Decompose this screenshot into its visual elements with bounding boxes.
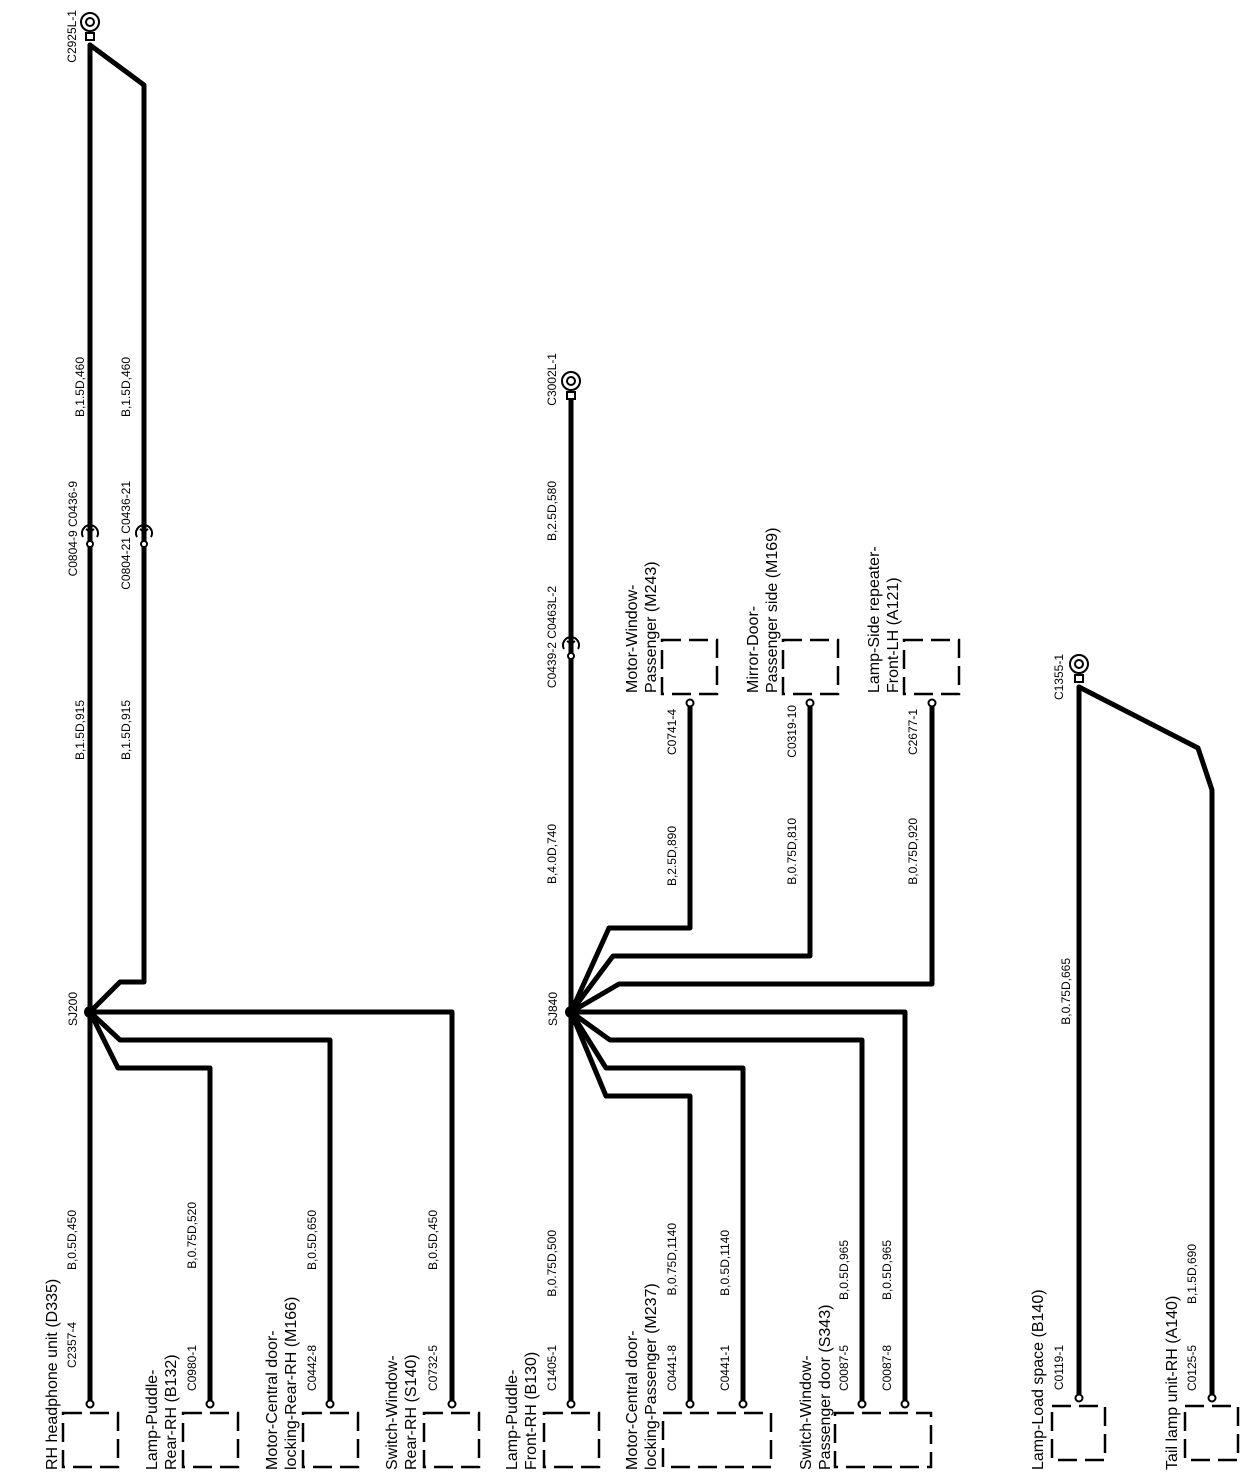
pin-label-b130: C1405-1 <box>545 1345 559 1391</box>
wire-c2925l-loop <box>87 42 147 1015</box>
wire-label-w3-mid: B,4.0D,740 <box>545 824 559 884</box>
pin-label-s343b: C0087-8 <box>880 1345 894 1391</box>
labels-small: C2925L-1 C3002L-1 C1355-1 B,1.5D,460 B,1… <box>65 10 1199 1391</box>
pin-label-m243: C0741-4 <box>665 709 679 755</box>
component-name-m237-line1: Motor-Central door- <box>624 1330 641 1470</box>
pin-label-a140: C0125-5 <box>1185 1345 1199 1391</box>
component-box-s343[interactable] <box>833 1399 933 1469</box>
wire-label-w2-top: B,1.5D,460 <box>119 357 133 417</box>
component-name-s343-line2: Passenger door (S343) <box>817 1305 834 1470</box>
component-name-b140: Lamp-Load space (B140) <box>1030 1289 1047 1470</box>
inline-label-c0804-9: C0804-9 C0436-9 <box>66 481 80 577</box>
component-name-d335: RH headphone unit (D335) <box>44 1279 61 1470</box>
wire-label-w2-mid: B,1.5D,915 <box>119 700 133 760</box>
component-name-b132-line2: Rear-RH (B132) <box>163 1354 180 1470</box>
pin-label-b140: C0119-1 <box>1052 1345 1066 1390</box>
component-name-a121-line1: Lamp-Side repeater- <box>866 546 883 693</box>
component-name-b130-line1: Lamp-Puddle- <box>504 1370 521 1471</box>
component-name-s140-line1: Switch-Window- <box>384 1355 401 1470</box>
component-name-m243-line1: Motor-Window- <box>624 585 641 693</box>
wire-sj840-m237 <box>568 1009 693 1403</box>
wire-sj200-m166 <box>87 1009 333 1403</box>
splice-sj840-dot <box>565 1006 577 1018</box>
wire-label-g3: B,0.75D,665 <box>1059 958 1073 1025</box>
component-box-d335[interactable] <box>61 1399 120 1469</box>
ground-symbol-c3002l <box>561 371 581 400</box>
component-box-b130[interactable] <box>542 1399 601 1469</box>
pin-label-m237: C0441-8 <box>665 1345 679 1391</box>
wire-sj840-a121 <box>568 701 935 1015</box>
component-name-b130-line2: Front-RH (B130) <box>523 1352 540 1470</box>
wire-label-s343: B,0.5D,965 <box>837 1240 851 1300</box>
component-name-m169-line2: Passenger side (M169) <box>764 528 781 693</box>
wire-sj840-s343 <box>568 1009 865 1403</box>
wire-label-m237b: B,0.5D,1140 <box>718 1230 732 1296</box>
pin-label-a121: C2677-1 <box>906 709 920 755</box>
ground-symbol-c1355 <box>1069 654 1089 683</box>
component-box-a140[interactable] <box>1183 1393 1240 1462</box>
component-name-s343-line1: Switch-Window- <box>798 1355 815 1470</box>
wire-c1355-a140 <box>1076 684 1215 1399</box>
wire-sj840-m169 <box>568 701 813 1015</box>
pin-label-s140: C0732-5 <box>426 1345 440 1391</box>
wire-sj200-b132 <box>87 1009 213 1403</box>
wire-label-w1-top: B,1.5D,460 <box>73 357 87 417</box>
wire-label-w1-mid: B,1.5D,915 <box>73 700 87 760</box>
component-box-s140[interactable] <box>422 1399 481 1469</box>
inline-connector-c0804-9 <box>81 524 99 548</box>
component-name-b132-line1: Lamp-Puddle- <box>144 1370 161 1471</box>
wire-sj840-m237b <box>568 1009 746 1403</box>
labels-large: Motor-Window- Passenger (M243) Mirror-Do… <box>44 528 1181 1470</box>
wire-label-s140: B,0.5D,450 <box>426 1210 440 1270</box>
component-box-m237[interactable] <box>661 1399 773 1469</box>
component-name-s140-line2: Rear-RH (S140) <box>403 1354 420 1470</box>
component-box-a121[interactable] <box>902 638 961 708</box>
pin-label-b132: C0980-1 <box>185 1345 199 1391</box>
component-name-m166-line2: locking-Rear-RH (M166) <box>283 1297 300 1470</box>
splice-label-sj200: SJ200 <box>66 992 80 1026</box>
wire-label-a140: B,1.5D,690 <box>1185 1244 1199 1304</box>
wire-label-s343b: B,0.5D,965 <box>880 1240 894 1300</box>
component-name-a140: Tail lamp unit-RH (A140) <box>1164 1296 1181 1470</box>
wire-label-d335: B,0.5D,450 <box>65 1210 79 1270</box>
wire-sj840-m243 <box>568 701 693 1015</box>
wires <box>87 42 1215 1403</box>
component-name-m237-line2: locking-Passenger (M237) <box>643 1283 660 1470</box>
inline-connector-c0439-2 <box>562 636 580 660</box>
component-box-m169[interactable] <box>781 638 840 708</box>
wire-label-m237: B,0.75D,1140 <box>665 1223 679 1296</box>
wire-label-a121: B,0.75D,920 <box>906 818 920 885</box>
splice-label-sj840: SJ840 <box>546 992 560 1026</box>
pin-label-s343: C0087-5 <box>837 1345 851 1391</box>
component-box-b132[interactable] <box>181 1399 240 1469</box>
ground-label-c2925l: C2925L-1 <box>65 10 79 63</box>
wire-sj840-s343b <box>568 1009 908 1403</box>
component-name-m169-line1: Mirror-Door- <box>745 606 762 693</box>
component-box-m243[interactable] <box>660 638 719 708</box>
ground-label-c3002l: C3002L-1 <box>545 353 559 406</box>
wire-sj200-s140 <box>87 1009 455 1403</box>
splice-sj200-dot <box>84 1006 96 1018</box>
component-box-m166[interactable] <box>301 1399 360 1469</box>
inline-connector-c0804-21 <box>135 524 153 548</box>
wire-label-m169: B,0.75D,810 <box>785 818 799 885</box>
component-name-m243-line2: Passenger (M243) <box>643 561 660 693</box>
inline-label-c0439-2: C0439-2 C0463L-2 <box>545 586 559 688</box>
wire-label-b130: B,0.75D,500 <box>545 1230 559 1297</box>
pin-label-m169: C0319-10 <box>785 705 799 758</box>
wire-label-w3-top: B,2.5D,580 <box>545 481 559 541</box>
wire-label-b132: B,0.75D,520 <box>185 1202 199 1269</box>
wire-label-m243: B,2.5D,890 <box>665 826 679 886</box>
pin-label-m166: C0442-8 <box>305 1345 319 1391</box>
component-box-b140[interactable] <box>1050 1393 1107 1462</box>
ground-label-c1355: C1355-1 <box>1052 654 1066 700</box>
inline-label-c0804-21: C0804-21 C0436-21 <box>119 481 133 590</box>
component-name-m166-line1: Motor-Central door- <box>264 1330 281 1470</box>
pin-label-m237b: C0441-1 <box>718 1345 732 1391</box>
wire-label-m166: B,0.5D,650 <box>305 1210 319 1270</box>
component-name-a121-line2: Front-LH (A121) <box>885 577 902 693</box>
ground-symbol-c2925l <box>80 12 100 41</box>
pin-label-d335: C2357-4 <box>65 1322 79 1368</box>
